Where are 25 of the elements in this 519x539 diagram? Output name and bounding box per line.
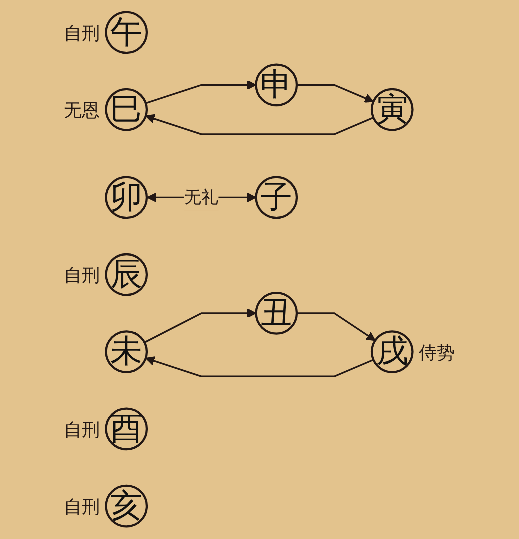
node-circle: 辰: [105, 253, 148, 296]
side-note: 自刑: [64, 497, 100, 518]
arrow: [297, 84, 374, 103]
node-circle: 申: [255, 64, 298, 107]
node-circle: 巳: [105, 88, 148, 132]
node-circle: 寅: [370, 88, 414, 132]
side-note: 自刑: [64, 266, 100, 287]
side-note: 无恩: [64, 100, 100, 122]
node-circle: 丑: [255, 292, 298, 335]
node-circle: 子: [255, 176, 298, 220]
node-circle: 午: [105, 11, 148, 54]
edge-label: 无礼: [184, 186, 219, 208]
arrow: [146, 356, 374, 378]
node-circle: 酉: [105, 408, 148, 451]
arrow: [146, 80, 257, 104]
arrow: [146, 114, 374, 136]
node-circle: 戌: [370, 330, 414, 374]
side-note: 侍势: [419, 342, 456, 364]
arrow: [297, 312, 376, 342]
side-note: 自刑: [64, 420, 100, 441]
node-circle: 卯: [105, 176, 148, 220]
side-note: 自刑: [64, 23, 100, 44]
arrow: [144, 308, 257, 344]
node-circle: 亥: [105, 484, 148, 528]
node-circle: 未: [105, 330, 148, 374]
